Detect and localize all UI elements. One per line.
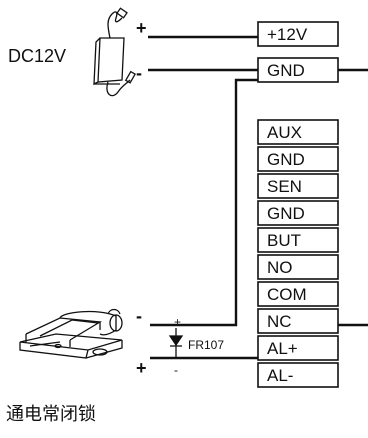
diode-label: FR107 xyxy=(188,338,224,352)
terminal-4: SEN xyxy=(257,173,339,199)
lock-label: 通电常闭锁 xyxy=(6,404,96,424)
terminal-label: GND xyxy=(267,61,305,80)
terminal-box xyxy=(257,21,339,47)
power-plus-sign: + xyxy=(136,18,147,38)
wire-gnd-to-lock xyxy=(150,78,258,327)
terminal-label: BUT xyxy=(267,231,301,250)
power-adapter-icon xyxy=(93,7,136,97)
terminal-box xyxy=(257,173,339,199)
wires xyxy=(148,35,368,360)
terminal-box xyxy=(257,227,339,253)
terminal-label: COM xyxy=(267,285,307,304)
power-minus-sign: - xyxy=(136,63,142,83)
terminal-box xyxy=(257,146,339,172)
terminal-label: GND xyxy=(267,150,305,169)
terminal-box xyxy=(257,119,339,145)
terminal-2: AUX xyxy=(257,119,339,145)
terminal-7: NO xyxy=(257,254,339,280)
terminal-label: +12V xyxy=(267,25,308,44)
terminal-0: +12V xyxy=(257,21,339,47)
terminal-label: NC xyxy=(267,312,292,331)
terminal-box xyxy=(257,200,339,226)
lock-plus-sign: + xyxy=(136,358,147,378)
diode-icon xyxy=(168,328,184,358)
terminal-1: GND xyxy=(257,57,339,83)
terminal-block: +12V GND AUX GND SEN GND BUT NO COM NC AL+ AL- xyxy=(257,21,339,388)
lock-minus-sign: - xyxy=(136,306,142,326)
terminal-label: AUX xyxy=(267,123,302,142)
power-label: DC12V xyxy=(8,46,66,66)
terminal-label: AL+ xyxy=(267,339,298,358)
terminal-label: GND xyxy=(267,204,305,223)
terminal-box xyxy=(257,57,339,83)
terminal-3: GND xyxy=(257,146,339,172)
terminal-box xyxy=(257,281,339,307)
diode-plus-sign: + xyxy=(174,315,181,329)
terminal-6: BUT xyxy=(257,227,339,253)
diode-minus-sign: - xyxy=(174,363,178,377)
terminal-9: NC xyxy=(257,308,339,334)
terminal-5: GND xyxy=(257,200,339,226)
terminal-label: AL- xyxy=(267,366,293,385)
terminal-label: NO xyxy=(267,258,293,277)
terminal-box xyxy=(257,362,339,388)
terminal-label: SEN xyxy=(267,177,302,196)
terminal-box xyxy=(257,254,339,280)
terminal-box xyxy=(257,335,339,361)
terminal-10: AL+ xyxy=(257,335,339,361)
terminal-8: COM xyxy=(257,281,339,307)
terminal-box xyxy=(257,308,339,334)
electric-lock-icon xyxy=(19,308,123,359)
terminal-11: AL- xyxy=(257,362,339,388)
